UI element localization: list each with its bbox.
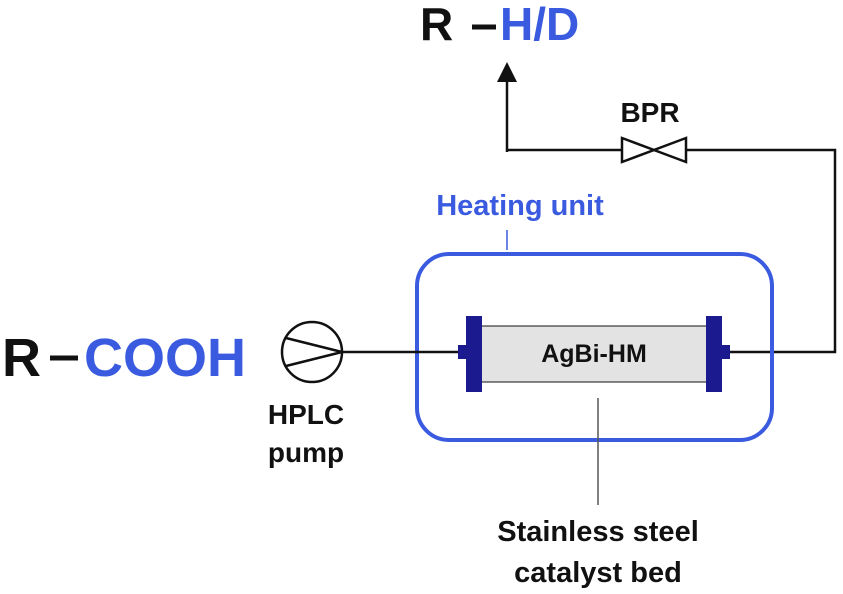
pump-label-line1: HPLC bbox=[268, 399, 344, 430]
heating-unit-box bbox=[415, 252, 774, 442]
catalyst-cartridge bbox=[458, 316, 730, 392]
reactant-prefix: R bbox=[2, 328, 41, 388]
catalyst-label: AgBi-HM bbox=[541, 340, 647, 368]
heating-unit-label: Heating unit bbox=[436, 190, 604, 222]
cartridge-left-cap bbox=[466, 316, 482, 392]
return-line bbox=[686, 148, 837, 354]
reactant-group: COOH bbox=[84, 328, 246, 388]
pump-label-line2: pump bbox=[268, 437, 344, 468]
hplc-pump-icon bbox=[280, 320, 344, 384]
product-group: H/D bbox=[500, 0, 579, 50]
cartridge-right-cap bbox=[706, 316, 722, 392]
bed-label-line2: catalyst bed bbox=[514, 557, 682, 589]
product-prefix: R bbox=[420, 0, 453, 50]
bed-label-line1: Stainless steel bbox=[497, 516, 699, 548]
bpr-valve-icon bbox=[620, 136, 688, 164]
bpr-label: BPR bbox=[620, 97, 679, 128]
